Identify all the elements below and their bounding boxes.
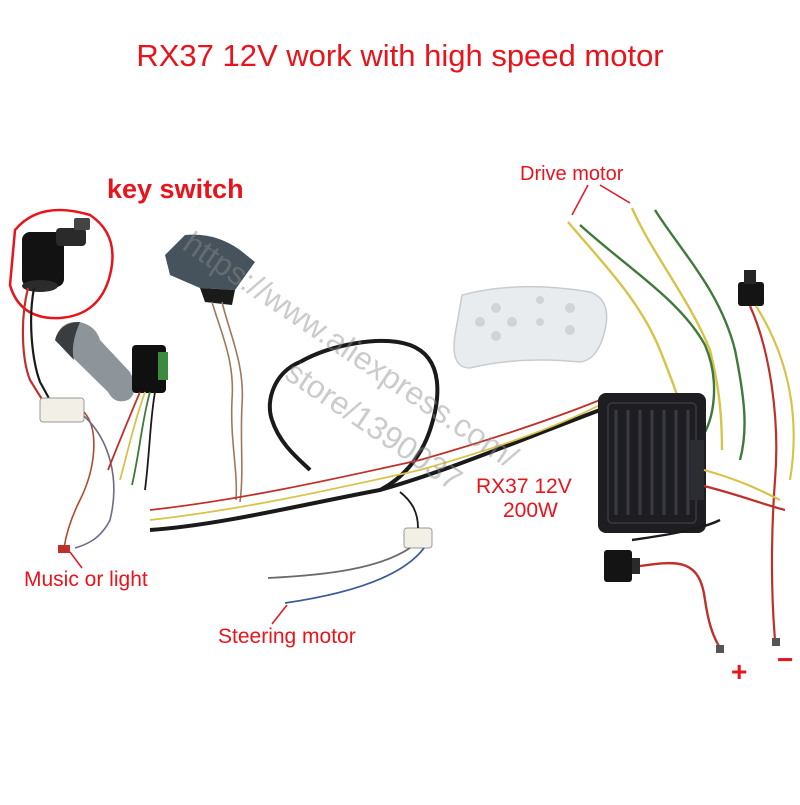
steering-motor-label: Steering motor: [218, 625, 356, 648]
power-switch: [738, 270, 764, 306]
gear-shifter: [55, 321, 168, 402]
key-switch-wires: [21, 287, 57, 411]
music-light-pointer: [69, 551, 83, 569]
steering-motor-wires: [267, 491, 425, 604]
drive-motor-label: Drive motor: [520, 163, 624, 185]
controller-output-wires: [703, 468, 786, 512]
battery-positive-terminal: [716, 645, 724, 653]
controller-box: [598, 393, 706, 533]
steering-motor-pointer: [271, 604, 288, 625]
battery-leads: [631, 518, 722, 649]
negative-terminal-label: −: [777, 644, 794, 675]
harness-bundle-wires: [149, 399, 601, 521]
music-light-wires: [63, 411, 115, 549]
foot-pedal-wires: [211, 301, 244, 503]
steering-connector: [403, 527, 433, 549]
drive-motor-pointer-2: [599, 184, 631, 204]
battery-switch: [604, 550, 640, 582]
music-or-light-label: Music or light: [24, 568, 148, 591]
white-connector-left: [39, 397, 85, 423]
key-switch-label: key switch: [107, 174, 244, 204]
controller-power-label: 200W: [503, 499, 558, 522]
controller-model-label: RX37 12V: [476, 475, 572, 498]
main-harness: [149, 339, 601, 532]
gear-shifter-wires: [107, 391, 156, 491]
key-switch-callout-circle: [8, 208, 114, 320]
positive-terminal-label: +: [731, 656, 748, 687]
power-switch-wires: [748, 305, 795, 641]
battery-negative-terminal: [772, 638, 780, 646]
page-title: RX37 12V work with high speed motor: [136, 38, 664, 73]
music-light-connector: [58, 545, 70, 553]
remote-control: [453, 285, 608, 369]
foot-pedal: [165, 234, 255, 305]
key-switch: [22, 218, 90, 292]
drive-motor-pointer-1: [571, 184, 589, 216]
